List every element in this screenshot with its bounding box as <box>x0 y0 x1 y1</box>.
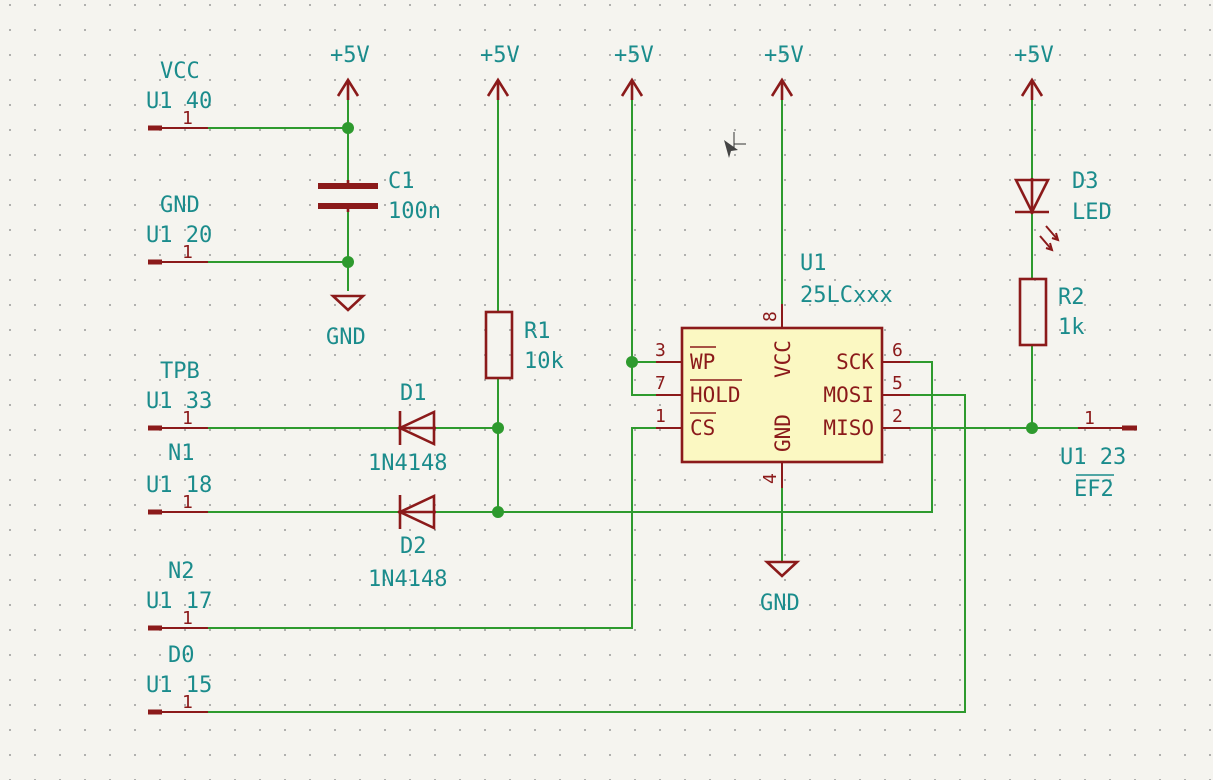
junction <box>492 422 504 434</box>
wire-n2-cs <box>207 427 657 629</box>
value-label: 10k <box>524 349 564 374</box>
net-label: N2 <box>168 559 195 584</box>
power-gnd-u1[interactable]: GND <box>760 560 801 616</box>
pin-name-wp: WP <box>690 350 715 374</box>
power-plus5v-wp[interactable]: +5V <box>614 43 654 100</box>
pin-number: 2 <box>892 406 903 427</box>
pin-name-vcc: VCC <box>771 340 795 378</box>
ref-label: U1 20 <box>146 223 212 248</box>
ref-label: R2 <box>1058 285 1085 310</box>
value-label: 100n <box>388 199 441 224</box>
junction <box>342 122 354 134</box>
power-label: +5V <box>614 43 654 68</box>
ref-label: D1 <box>400 381 427 406</box>
pin-number: 1 <box>182 492 193 513</box>
junctions <box>342 122 1038 518</box>
pin-number: 7 <box>655 373 666 394</box>
net-label: D0 <box>168 643 195 668</box>
led-d3[interactable]: D3 LED <box>1013 169 1112 252</box>
net-label: VCC <box>160 59 200 84</box>
value-label: LED <box>1072 200 1112 225</box>
connector-gnd[interactable]: 1 GND U1 20 <box>146 193 212 265</box>
diode-d1[interactable]: D1 1N4148 <box>368 381 447 476</box>
junction <box>1026 422 1038 434</box>
connector-vcc[interactable]: 1 VCC U1 40 <box>146 59 212 131</box>
junction <box>492 506 504 518</box>
value-label: 25LCxxx <box>800 283 893 308</box>
cursor-icon <box>724 132 746 158</box>
resistor-r2[interactable]: R2 1k <box>1018 277 1085 347</box>
pin-number: 3 <box>655 340 666 361</box>
power-gnd-c1[interactable]: GND <box>326 294 367 350</box>
pin-name-gnd: GND <box>771 414 795 452</box>
wire-d0-mosi <box>207 394 966 713</box>
pin-name-cs: CS <box>690 416 715 440</box>
power-label: GND <box>326 325 366 350</box>
ref-label: U1 40 <box>146 89 212 114</box>
power-label: +5V <box>764 43 804 68</box>
value-label: 1N4148 <box>368 451 447 476</box>
value-label: 1N4148 <box>368 567 447 592</box>
resistor-r1[interactable]: R1 10k <box>484 310 564 380</box>
power-plus5v-r1[interactable]: +5V <box>480 43 520 100</box>
pin-number: 4 <box>760 473 781 484</box>
pin-number: 1 <box>655 406 666 427</box>
pin-name-sck: SCK <box>836 350 874 374</box>
ref-label: D2 <box>400 534 427 559</box>
pin-name-mosi: MOSI <box>823 383 874 407</box>
diode-d2[interactable]: D2 1N4148 <box>368 493 447 592</box>
pin-number: 1 <box>182 692 193 713</box>
ref-label: U1 <box>800 251 827 276</box>
connector-n1[interactable]: 1 N1 U1 18 <box>146 441 212 515</box>
ref-label: U1 17 <box>146 589 212 614</box>
junction <box>342 256 354 268</box>
ref-label: U1 33 <box>146 389 212 414</box>
power-plus5v-led[interactable]: +5V <box>1014 43 1054 100</box>
connector-tpb[interactable]: 1 TPB U1 33 <box>146 359 212 431</box>
ref-label: U1 18 <box>146 473 212 498</box>
net-label: GND <box>160 193 200 218</box>
power-label: +5V <box>480 43 520 68</box>
pin-number: 6 <box>892 340 903 361</box>
ic-u1[interactable]: 3 7 1 6 5 2 8 4 WP HOLD CS SCK MOSI MISO… <box>655 251 910 488</box>
connector-ef2[interactable]: 1 U1 23 EF2 <box>1060 408 1137 502</box>
ref-label: U1 15 <box>146 673 212 698</box>
ref-label: R1 <box>524 319 551 344</box>
net-label: N1 <box>168 441 195 466</box>
capacitor-c1[interactable]: C1 100n <box>318 169 441 224</box>
pin-number: 1 <box>182 408 193 429</box>
pin-number: 1 <box>1084 408 1095 429</box>
wires <box>207 99 1079 713</box>
ref-label: D3 <box>1072 169 1099 194</box>
pin-number: 1 <box>182 242 193 263</box>
junction <box>626 356 638 368</box>
pin-number: 1 <box>182 108 193 129</box>
connector-n2[interactable]: 1 N2 U1 17 <box>146 559 212 631</box>
power-label: +5V <box>1014 43 1054 68</box>
pin-number: 8 <box>760 311 781 322</box>
ref-label: U1 23 <box>1060 445 1126 470</box>
pin-number: 5 <box>892 373 903 394</box>
wire-hold <box>631 99 657 396</box>
net-label: EF2 <box>1074 477 1114 502</box>
connector-d0[interactable]: 1 D0 U1 15 <box>146 643 212 715</box>
ref-label: C1 <box>388 169 415 194</box>
pin-number: 1 <box>182 608 193 629</box>
power-label: +5V <box>330 43 370 68</box>
power-plus5v-c1[interactable]: +5V <box>330 43 370 100</box>
power-plus5v-u1[interactable]: +5V <box>764 43 804 100</box>
value-label: 1k <box>1058 315 1085 340</box>
power-label: GND <box>760 591 800 616</box>
pin-name-hold: HOLD <box>690 383 741 407</box>
pin-name-miso: MISO <box>823 416 874 440</box>
wire-sck <box>435 361 933 513</box>
net-label: TPB <box>160 359 200 384</box>
